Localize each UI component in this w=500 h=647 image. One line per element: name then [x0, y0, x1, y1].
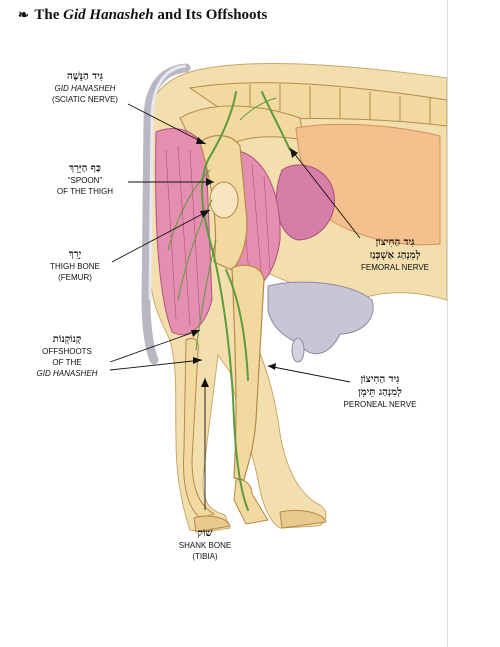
- label-shank-hebrew: שׁוֹק: [197, 528, 213, 539]
- leg-anatomy-illustration: [109, 62, 447, 533]
- leader-lines: [109, 103, 361, 510]
- femoral-nerve: [261, 91, 291, 151]
- nerves: [167, 91, 291, 511]
- page-edge: [447, 0, 448, 647]
- tail-highlight: [148, 64, 187, 301]
- label-femoral-hebrew2: לְמִנְהַג אַשְׁכְּנַז: [369, 250, 421, 261]
- hoof-front: [279, 509, 327, 529]
- udder: [267, 281, 374, 355]
- label-peroneal-hebrew1: גִּיד הַחִיצוֹן: [360, 374, 400, 385]
- label-gid-hanasheh-hebrew: גִּיד הַנָּשֶׁה: [66, 71, 104, 82]
- label-femoral-line1: FEMORAL NERVE: [360, 263, 429, 272]
- label-spoon-hebrew: כַּף הַיָּרֵךְ: [69, 163, 101, 174]
- title-italic: Gid Hanasheh: [63, 7, 154, 23]
- label-peroneal-hebrew2: לְמִנְהַג תֵּימָן: [358, 387, 402, 398]
- label-spoon-line1: “SPOON”: [67, 176, 103, 185]
- label-offshoots-line3: GID HANASHEH: [36, 369, 98, 378]
- label-peroneal-line1: PERONEAL NERVE: [343, 400, 417, 409]
- label-offshoots-line1: OFFSHOOTS: [42, 347, 92, 356]
- label-thigh-bone-line2: (FEMUR): [58, 273, 92, 282]
- title-prefix: The: [34, 7, 60, 23]
- arrowheads: [191, 137, 298, 387]
- label-gid-hanasheh-line2: (SCIATIC NERVE): [52, 95, 118, 104]
- label-spoon: כַּף הַיָּרֵךְ “SPOON” OF THE THIGH: [40, 162, 130, 197]
- hoof-rear: [193, 515, 231, 533]
- label-gid-hanasheh-line1: GID HANASHEH: [54, 84, 116, 93]
- label-thigh-bone-line1: THIGH BONE: [50, 262, 100, 271]
- label-thigh-bone-hebrew: יָרֵךְ: [68, 249, 82, 260]
- ornament-icon: ❧: [18, 7, 29, 22]
- teat: [291, 337, 305, 363]
- sciatic-nerve: [200, 91, 249, 511]
- peroneal-nerve: [225, 269, 249, 381]
- label-offshoots-line2: OF THE: [52, 358, 82, 367]
- label-femoral-nerve: גִּיד הַחִיצוֹן לְמִנְהַג אַשְׁכְּנַז FE…: [345, 236, 445, 273]
- label-thigh-bone: יָרֵךְ THIGH BONE (FEMUR): [30, 248, 120, 283]
- label-spoon-line2: OF THE THIGH: [56, 187, 114, 196]
- label-offshoots-hebrew: קְנוֹקְנוֹת: [52, 334, 82, 345]
- title-suffix: and Its Offshoots: [157, 7, 268, 23]
- label-shank-line2: (TIBIA): [192, 552, 218, 561]
- label-shank-line1: SHANK BONE: [178, 541, 232, 550]
- label-shank-bone: שׁוֹק SHANK BONE (TIBIA): [160, 527, 250, 562]
- label-femoral-hebrew1: גִּיד הַחִיצוֹן: [375, 237, 415, 248]
- femur-head-spoon: [209, 181, 239, 219]
- label-offshoots: קְנוֹקְנוֹת OFFSHOOTS OF THE GID HANASHE…: [22, 333, 112, 379]
- label-peroneal-nerve: גִּיד הַחִיצוֹן לְמִנְהַג תֵּימָן PERONE…: [330, 373, 430, 410]
- label-gid-hanasheh: גִּיד הַנָּשֶׁה GID HANASHEH (SCIATIC NE…: [40, 70, 130, 105]
- page-title: ❧ The Gid Hanasheh and Its Offshoots: [18, 7, 267, 24]
